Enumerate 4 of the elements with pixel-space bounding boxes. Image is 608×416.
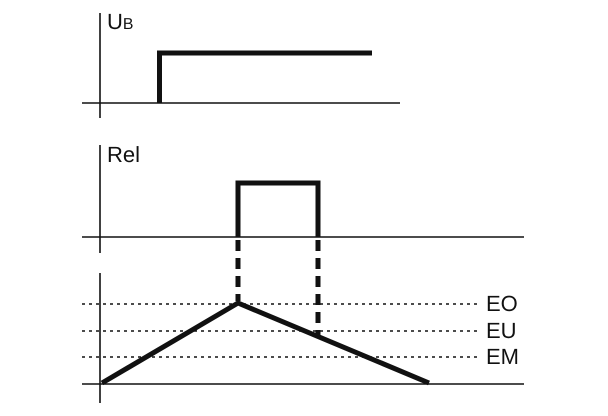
threshold-label: EO [486,293,518,315]
threshold-label: EM [486,346,519,368]
axis-label: Rel [107,144,140,166]
threshold-label: EU [486,320,517,342]
